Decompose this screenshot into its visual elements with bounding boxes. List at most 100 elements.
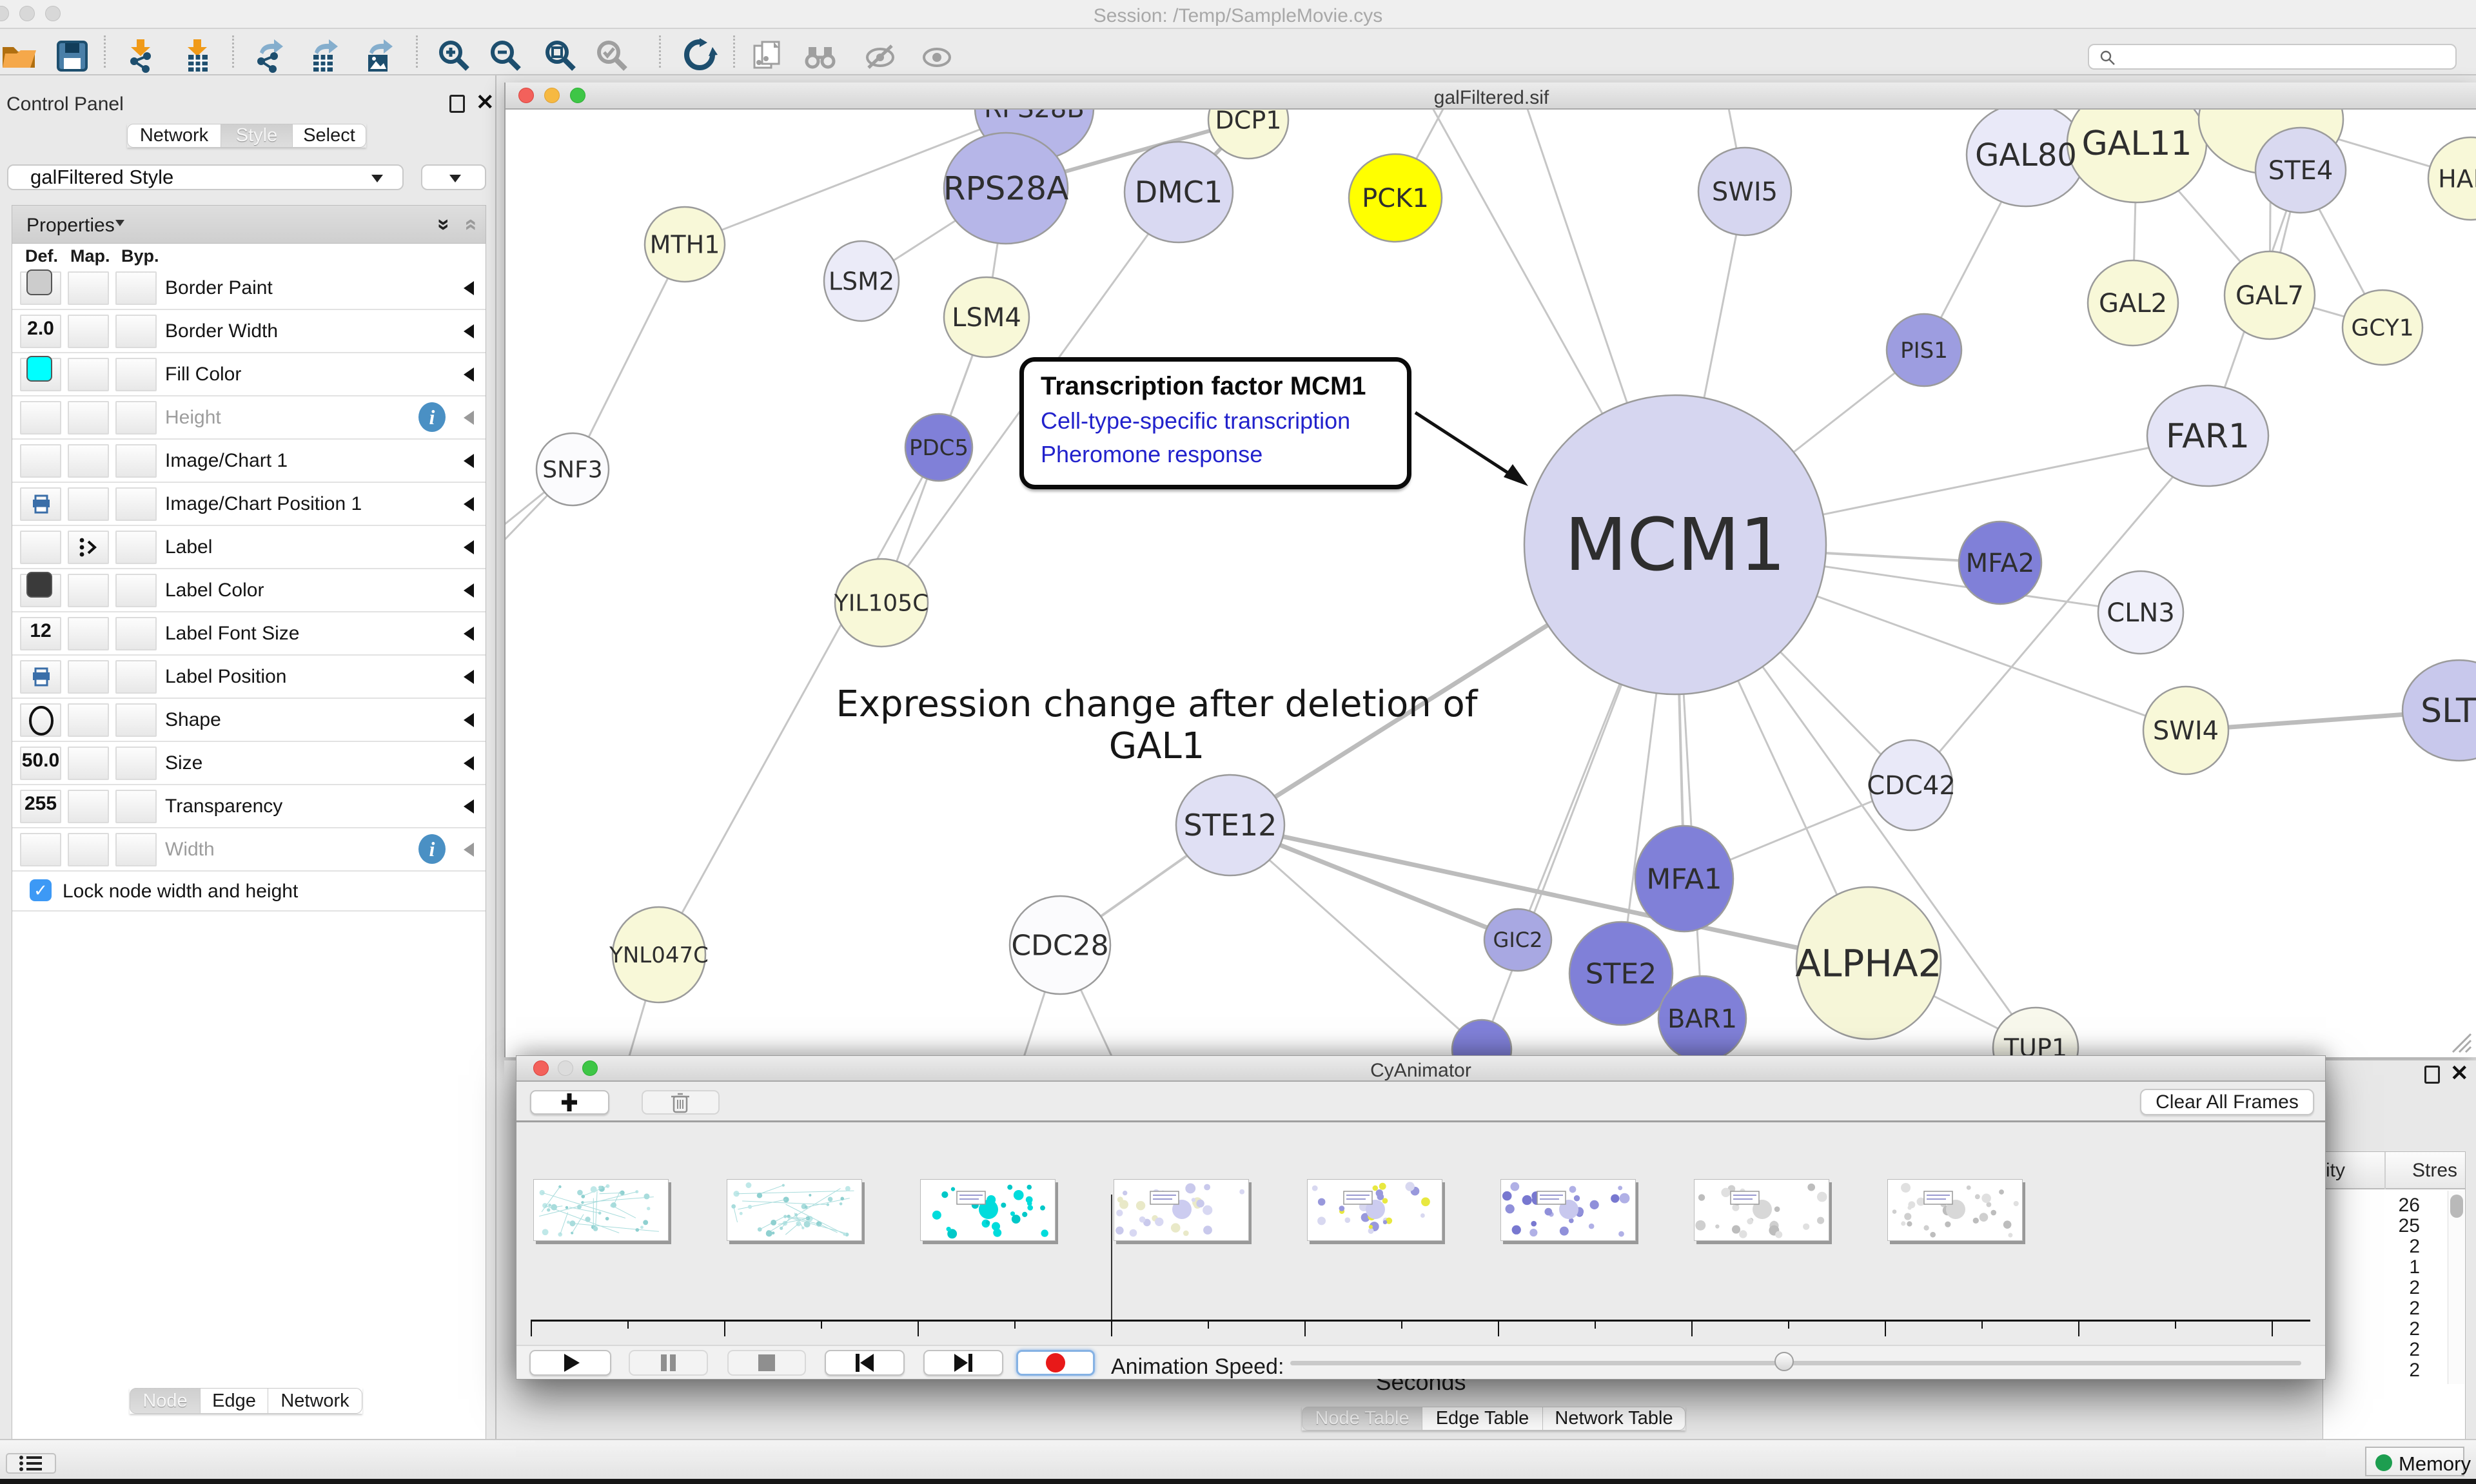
node-gcy1[interactable] bbox=[2341, 289, 2424, 366]
float-panel-icon[interactable] bbox=[2424, 1066, 2440, 1084]
show-all-icon[interactable] bbox=[919, 38, 955, 74]
expand-property-icon[interactable] bbox=[464, 454, 474, 468]
node-cdc42[interactable] bbox=[1869, 739, 1954, 832]
tab-select[interactable]: Select bbox=[293, 124, 366, 148]
tab-network-table[interactable]: Network Table bbox=[1543, 1407, 1685, 1430]
frame-7[interactable] bbox=[1694, 1179, 1829, 1241]
column-header-stress[interactable]: Stres bbox=[2412, 1160, 2458, 1181]
node-ste4[interactable] bbox=[2254, 126, 2347, 214]
table-cell[interactable]: 1 bbox=[2409, 1256, 2420, 1278]
collapse-all-icon[interactable]: » bbox=[457, 219, 482, 231]
frame-1[interactable] bbox=[533, 1179, 669, 1241]
frame-2[interactable] bbox=[727, 1179, 862, 1241]
node-swi5[interactable] bbox=[1697, 146, 1793, 237]
expand-property-icon[interactable] bbox=[464, 843, 474, 857]
tab-node[interactable]: Node bbox=[130, 1388, 201, 1414]
snapshot-icon[interactable] bbox=[749, 38, 785, 74]
edge[interactable] bbox=[1230, 823, 1869, 966]
property-row[interactable]: Image/Chart 1 bbox=[12, 440, 486, 483]
style-options-button[interactable] bbox=[421, 164, 486, 190]
node-mcm1[interactable] bbox=[1523, 394, 1827, 696]
node-bottomp[interactable] bbox=[1451, 1019, 1513, 1057]
table-cell[interactable]: 2 bbox=[2409, 1236, 2420, 1257]
search-input[interactable] bbox=[2088, 44, 2457, 70]
node-dcp1[interactable] bbox=[1207, 110, 1290, 160]
expand-property-icon[interactable] bbox=[464, 627, 474, 641]
node-gal2[interactable] bbox=[2087, 259, 2179, 347]
node-pdc5[interactable] bbox=[904, 413, 974, 482]
tab-edge-table[interactable]: Edge Table bbox=[1422, 1407, 1543, 1430]
zoom-in-icon[interactable] bbox=[437, 38, 473, 74]
minimize-window-button[interactable] bbox=[544, 88, 560, 103]
memory-button[interactable]: Memory bbox=[2365, 1447, 2471, 1476]
node-hap2[interactable] bbox=[2427, 136, 2476, 221]
resize-grip-icon[interactable] bbox=[2446, 1028, 2472, 1053]
node-rps28a[interactable] bbox=[943, 132, 1069, 245]
node-gic2[interactable] bbox=[1483, 908, 1553, 972]
node-pis1[interactable] bbox=[1885, 313, 1963, 387]
node-tup1[interactable] bbox=[1992, 1006, 2079, 1057]
expand-property-icon[interactable] bbox=[464, 713, 474, 727]
node-far1[interactable] bbox=[2146, 384, 2270, 487]
expand-property-icon[interactable] bbox=[464, 411, 474, 425]
expand-property-icon[interactable] bbox=[464, 497, 474, 511]
expand-property-icon[interactable] bbox=[464, 756, 474, 770]
close-window-button[interactable] bbox=[518, 88, 534, 103]
frame-4[interactable] bbox=[1114, 1179, 1249, 1241]
zoom-selected-icon[interactable] bbox=[594, 38, 631, 74]
node-pck1[interactable] bbox=[1348, 153, 1443, 243]
frame-5[interactable] bbox=[1307, 1179, 1442, 1241]
import-table-icon[interactable] bbox=[179, 38, 215, 74]
task-history-button[interactable] bbox=[6, 1453, 56, 1474]
zoom-window-button[interactable] bbox=[570, 88, 585, 103]
skip-to-end-button[interactable] bbox=[923, 1350, 1003, 1376]
table-cell[interactable]: 2 bbox=[2409, 1318, 2420, 1340]
import-network-icon[interactable] bbox=[123, 38, 159, 74]
node-bar1[interactable] bbox=[1657, 975, 1747, 1057]
table-cell[interactable]: 25 bbox=[2398, 1215, 2420, 1236]
property-row[interactable]: Label Position bbox=[12, 656, 486, 699]
lock-checkbox[interactable]: ✓ bbox=[30, 879, 52, 901]
edge[interactable] bbox=[1230, 824, 1482, 1051]
cyanimator-timeline[interactable]: 0123456789 Seconds bbox=[516, 1122, 2325, 1395]
export-image-icon[interactable] bbox=[359, 38, 395, 74]
info-icon[interactable]: i bbox=[418, 834, 446, 864]
frame-8[interactable] bbox=[1887, 1179, 2023, 1241]
tab-style[interactable]: Style bbox=[221, 124, 293, 148]
scrollbar-thumb[interactable] bbox=[2450, 1195, 2463, 1218]
timeline-playhead[interactable] bbox=[1111, 1195, 1112, 1320]
play-button[interactable] bbox=[529, 1350, 611, 1376]
node-slt2[interactable] bbox=[2401, 659, 2476, 762]
expand-property-icon[interactable] bbox=[464, 324, 474, 338]
tab-network[interactable]: Network bbox=[268, 1388, 362, 1414]
table-cell[interactable]: 2 bbox=[2409, 1360, 2420, 1381]
property-row[interactable]: Label Color bbox=[12, 569, 486, 612]
annotation-box[interactable]: Transcription factor MCM1 Cell-type-spec… bbox=[1019, 357, 1411, 489]
node-lsm2[interactable] bbox=[823, 240, 900, 322]
clear-all-frames-button[interactable]: Clear All Frames bbox=[2140, 1089, 2314, 1115]
pause-button[interactable] bbox=[629, 1350, 708, 1376]
expand-property-icon[interactable] bbox=[464, 799, 474, 814]
node-mth1[interactable] bbox=[644, 206, 726, 283]
cyanimator-titlebar[interactable]: CyAnimator bbox=[516, 1056, 2325, 1082]
expand-property-icon[interactable] bbox=[464, 670, 474, 684]
expand-property-icon[interactable] bbox=[464, 540, 474, 554]
search-neighbors-icon[interactable] bbox=[802, 38, 838, 74]
node-lsm4[interactable] bbox=[943, 276, 1030, 358]
node-cln3[interactable] bbox=[2097, 570, 2185, 655]
close-window-button[interactable] bbox=[533, 1060, 549, 1076]
hide-selected-icon[interactable] bbox=[862, 38, 898, 74]
minimize-window-button[interactable] bbox=[558, 1060, 573, 1076]
annotation-link[interactable]: Pheromone response bbox=[1041, 441, 1263, 467]
open-session-icon[interactable] bbox=[1, 38, 37, 74]
node-cdc28[interactable] bbox=[1008, 895, 1112, 995]
add-frame-button[interactable] bbox=[530, 1090, 609, 1115]
property-row[interactable]: Label bbox=[12, 526, 486, 569]
float-panel-icon[interactable] bbox=[449, 95, 465, 113]
speed-slider-track[interactable] bbox=[1290, 1361, 2301, 1365]
property-row[interactable]: Shape bbox=[12, 699, 486, 742]
